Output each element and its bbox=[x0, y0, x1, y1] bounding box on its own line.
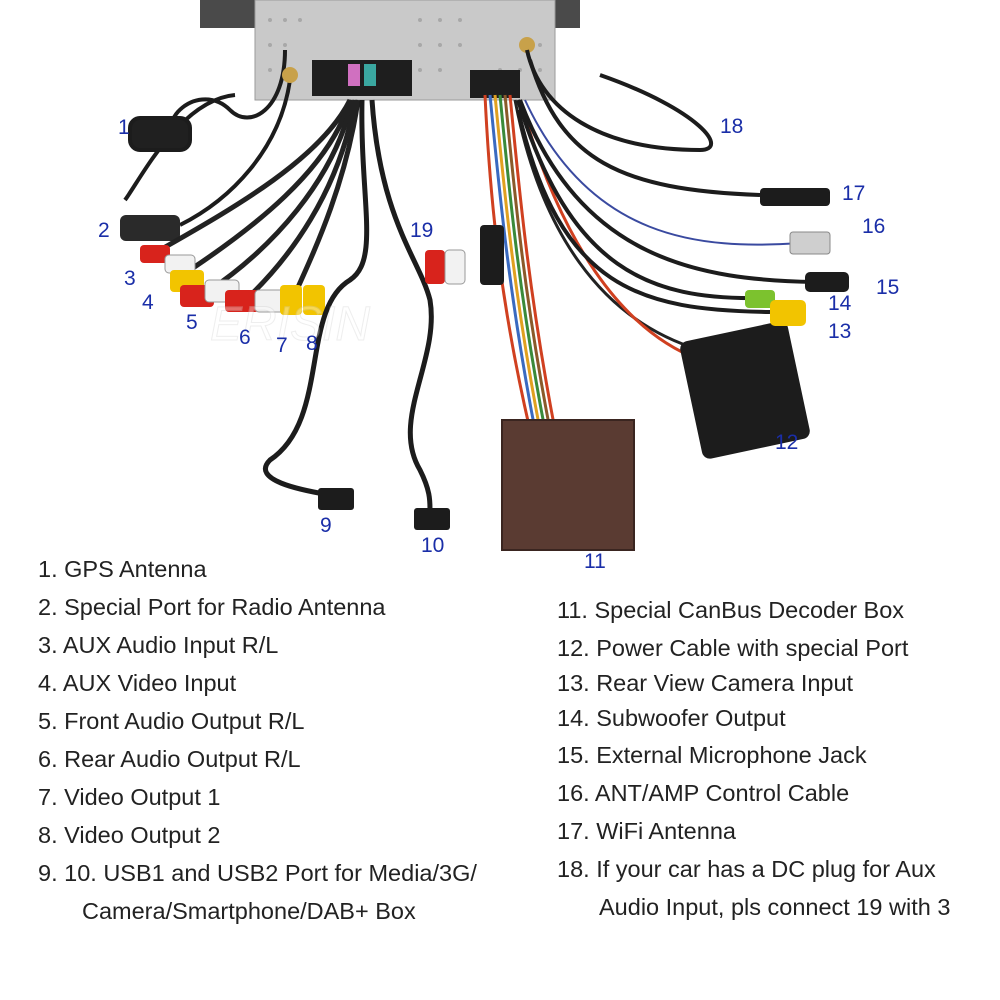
head-unit-chassis bbox=[200, 0, 580, 101]
callout-18: 18 bbox=[720, 115, 744, 138]
callout-10: 10 bbox=[421, 534, 445, 557]
callout-19: 19 bbox=[410, 219, 434, 242]
ant-amp-plug bbox=[789, 231, 831, 255]
legend-item-continued: Camera/Smartphone/DAB+ Box bbox=[82, 898, 416, 924]
callout-5: 5 bbox=[186, 311, 198, 334]
usb-port-2 bbox=[414, 508, 450, 530]
subwoofer-plug bbox=[745, 290, 775, 308]
callout-16: 16 bbox=[862, 215, 886, 238]
legend-item: 13. Rear View Camera Input bbox=[557, 670, 854, 696]
power-connector bbox=[680, 321, 810, 459]
right-side-cables bbox=[516, 49, 816, 314]
legend-item-continued: Audio Input, pls connect 19 with 3 bbox=[599, 894, 951, 920]
callout-13: 13 bbox=[828, 320, 852, 343]
legend-item: 1. GPS Antenna bbox=[38, 556, 207, 582]
callout-14: 14 bbox=[828, 292, 852, 315]
legend-item: 11. Special CanBus Decoder Box bbox=[557, 597, 905, 623]
legend-item: 12. Power Cable with special Port bbox=[557, 635, 909, 661]
rca-connectors bbox=[140, 245, 325, 315]
watermark: ERISIN bbox=[210, 298, 370, 351]
legend-item: 14. Subwoofer Output bbox=[557, 705, 786, 731]
microphone-jack bbox=[805, 272, 849, 292]
legend-item: 17. WiFi Antenna bbox=[557, 818, 736, 844]
wiring-harness-figure: ERISIN bbox=[120, 0, 849, 551]
legend-item: 3. AUX Audio Input R/L bbox=[38, 632, 279, 658]
legend-item: 8. Video Output 2 bbox=[38, 822, 221, 848]
usb-port-1 bbox=[318, 488, 354, 510]
usb-cables bbox=[263, 99, 434, 511]
legend-item: 9. 10. USB1 and USB2 Port for Media/3G/ bbox=[38, 860, 477, 886]
radio-antenna-cable bbox=[120, 37, 535, 241]
callout-11: 11 bbox=[584, 550, 606, 573]
rca-connectors-19 bbox=[425, 249, 466, 285]
camera-input-plug bbox=[770, 300, 806, 326]
rca-cable-bundle bbox=[158, 98, 361, 307]
callout-17: 17 bbox=[842, 182, 866, 205]
callout-6: 6 bbox=[239, 326, 251, 349]
legend-item: 7. Video Output 1 bbox=[38, 784, 221, 810]
inline-fuse bbox=[480, 225, 504, 285]
callout-7: 7 bbox=[276, 334, 288, 357]
gps-antenna-cable bbox=[123, 49, 287, 202]
callout-4: 4 bbox=[142, 291, 154, 314]
legend-item: 6. Rear Audio Output R/L bbox=[38, 746, 301, 772]
wifi-antenna-plug bbox=[760, 188, 830, 206]
callout-15: 15 bbox=[876, 276, 900, 299]
legend-item: 15. External Microphone Jack bbox=[557, 742, 867, 768]
callout-3: 3 bbox=[124, 267, 136, 290]
legend-item: 5. Front Audio Output R/L bbox=[38, 708, 305, 734]
callout-9: 9 bbox=[320, 514, 332, 537]
legend-item: 18. If your car has a DC plug for Aux bbox=[557, 856, 936, 882]
callout-8: 8 bbox=[306, 332, 318, 355]
callout-12: 12 bbox=[775, 431, 799, 454]
legend-item: 16. ANT/AMP Control Cable bbox=[557, 780, 850, 806]
callout-2: 2 bbox=[98, 219, 110, 242]
legend-item: 2. Special Port for Radio Antenna bbox=[38, 594, 386, 620]
callout-1: 1 bbox=[118, 116, 130, 139]
canbus-decoder-box bbox=[501, 419, 635, 551]
legend-item: 4. AUX Video Input bbox=[38, 670, 237, 696]
